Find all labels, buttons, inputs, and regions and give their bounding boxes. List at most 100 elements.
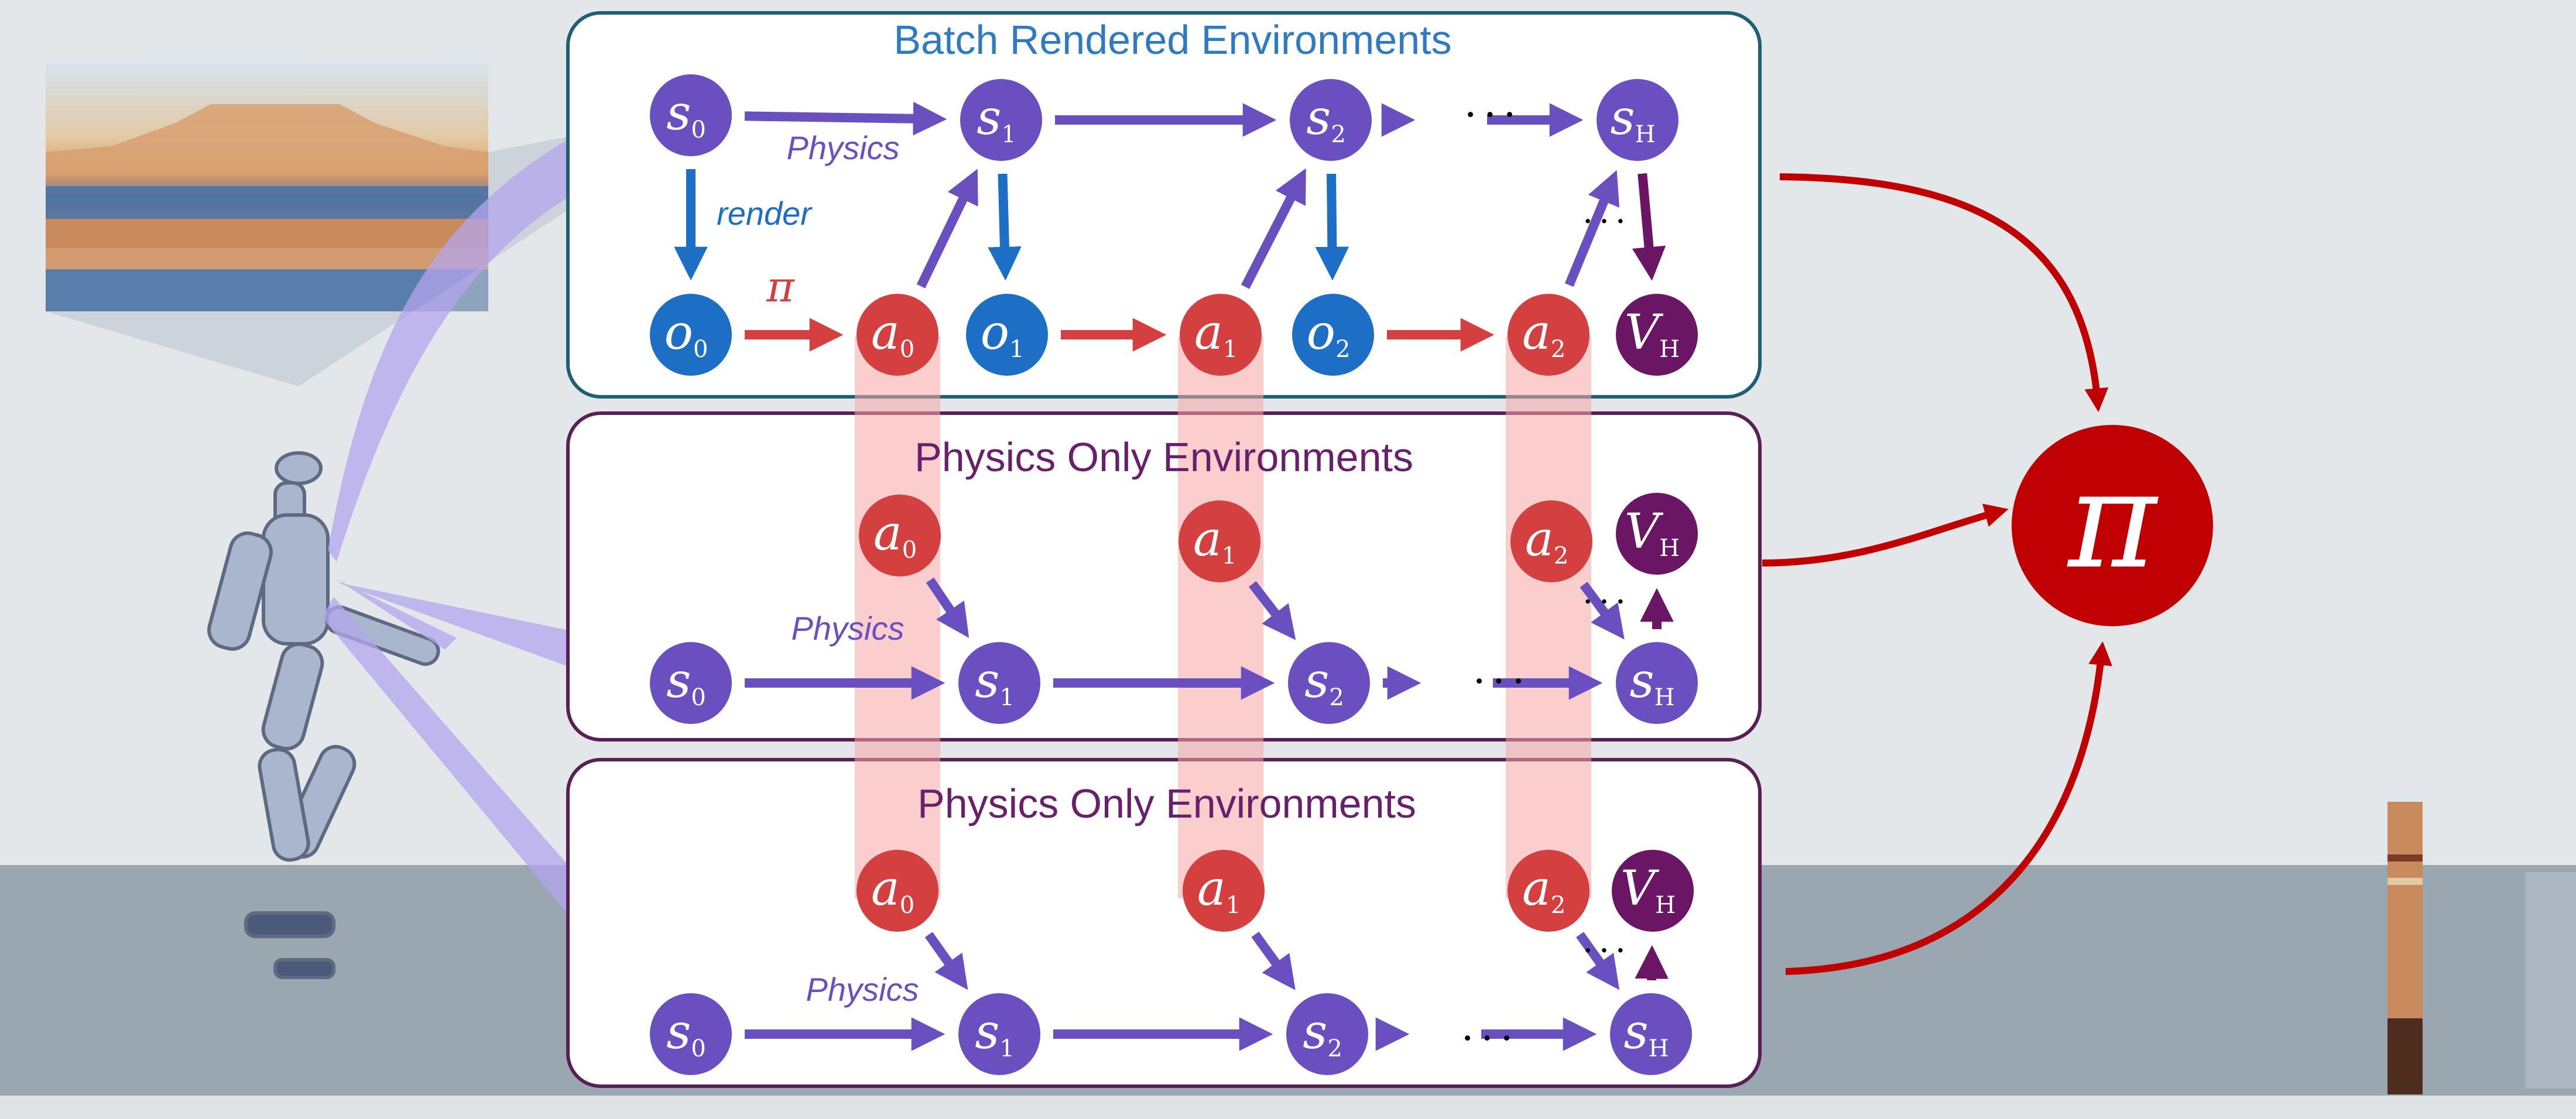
node-p1-sH: sH [1597, 79, 1678, 161]
node-p1-s0: s0 [650, 74, 732, 156]
node-label-p2-a0: a0 [873, 506, 917, 564]
node-label-p1-a1: a1 [1194, 305, 1238, 363]
camera-view-inset [46, 63, 488, 311]
panel-title-batch: Batch Rendered Environments [893, 17, 1451, 63]
node-circle-p1-o0 [650, 294, 732, 376]
action-column-1 [1178, 337, 1263, 898]
edge-label-render: render [717, 195, 813, 232]
node-label-p1-s0: s0 [666, 85, 706, 143]
node-label-p3-a1: a1 [1197, 861, 1241, 919]
node-circle-p2-s2 [1288, 642, 1370, 724]
edge-p1-a1-to-p1-s2 [1241, 168, 1306, 289]
edge-p3-a0-to-p3-s1 [924, 932, 968, 990]
node-label-p1-o0: o0 [664, 305, 708, 363]
node-circle-p1-a2 [1508, 294, 1590, 376]
node-circle-p1-o1 [966, 294, 1048, 376]
node-label-p2-VH: VH [1625, 504, 1680, 562]
node-label-p3-s2: s2 [1303, 1004, 1342, 1062]
node-circle-p1-o2 [1292, 294, 1374, 376]
policy-node [2012, 425, 2213, 626]
node-label-p1-VH: VH [1625, 305, 1680, 363]
node-p3-s2: s2 [1286, 993, 1368, 1075]
node-circle-p2-s0 [650, 642, 732, 724]
node-label-p1-a2: a2 [1522, 305, 1566, 363]
ellipsis-physics2-horizontal: · · · [1462, 1022, 1512, 1055]
node-label-p2-a2: a2 [1525, 512, 1568, 569]
edge-p1-a0-to-p1-s1 [916, 169, 978, 289]
node-p2-a0: a0 [859, 495, 941, 576]
action-column-0 [855, 337, 940, 898]
node-p1-o0: o0 [650, 294, 732, 376]
node-p3-a2: a2 [1508, 850, 1590, 932]
node-circle-p1-s1 [960, 79, 1042, 161]
node-p1-o2: o2 [1292, 294, 1374, 376]
node-circle-p2-s1 [958, 642, 1040, 724]
node-p2-s0: s0 [650, 642, 732, 724]
node-p1-VH: VH [1616, 294, 1698, 376]
policy-node-label: π [2066, 442, 2159, 599]
node-p2-sH: sH [1616, 642, 1698, 724]
node-p1-s1: s1 [960, 79, 1042, 161]
node-circle-p3-a1 [1183, 850, 1265, 932]
node-label-p2-s1: s1 [975, 653, 1015, 711]
node-label-p3-VH: VH [1621, 861, 1676, 919]
ellipsis-physics1-horizontal: · · · [1474, 665, 1523, 698]
panel-title-physics-1: Physics Only Environments [914, 434, 1413, 480]
node-circle-p1-VH [1616, 294, 1698, 376]
node-circle-p3-sH [1610, 993, 1692, 1075]
policy-curve-bottom [1785, 641, 2112, 975]
node-label-p2-s0: s0 [666, 653, 706, 711]
node-p3-sH: sH [1610, 993, 1692, 1075]
panel-batch-rendered [566, 11, 1762, 399]
node-p1-s2: s2 [1290, 79, 1372, 161]
node-circle-p1-s2 [1290, 79, 1372, 161]
edges [674, 101, 1674, 1051]
edge-p1-s2-to-p1-o2 [1315, 173, 1349, 281]
node-label-p3-s0: s0 [666, 1004, 706, 1062]
node-p2-s2: s2 [1288, 642, 1370, 724]
action-column-2 [1506, 337, 1591, 898]
node-circle-p3-s1 [958, 993, 1040, 1075]
node-label-p1-sH: sH [1611, 90, 1656, 148]
edge-label-physics-3: Physics [806, 971, 919, 1008]
node-p3-VH: VH [1612, 850, 1694, 932]
action-columns [855, 337, 1591, 898]
edge-p1-s0-to-p1-s1 [744, 101, 947, 136]
humanoid-robot [207, 451, 440, 979]
node-circle-p2-a0 [859, 495, 941, 576]
node-p3-a1: a1 [1183, 850, 1265, 932]
edge-label-physics-2: Physics [792, 610, 905, 647]
node-label-p1-s1: s1 [977, 90, 1016, 148]
node-circle-p3-a0 [857, 850, 938, 932]
node-circle-p3-a2 [1508, 850, 1590, 932]
node-label-p3-sH: sH [1624, 1004, 1669, 1062]
node-p1-a1: a1 [1180, 294, 1262, 376]
edge-p2-a0-to-p2-s1 [926, 577, 970, 639]
node-p3-s0: s0 [650, 993, 732, 1075]
edge-p1-sH-to-p1-VH [1632, 173, 1666, 281]
node-label-p1-s2: s2 [1306, 90, 1346, 148]
policy-curve-top [1779, 173, 2109, 413]
node-circle-p1-a0 [857, 294, 938, 376]
node-p3-a0: a0 [857, 850, 938, 932]
node-p3-s1: s1 [958, 993, 1040, 1075]
edge-p3-a2-to-p3-sH [1575, 932, 1620, 990]
node-p1-o1: o1 [966, 294, 1048, 376]
node-label-p1-o1: o1 [981, 305, 1025, 363]
node-circle-p2-sH [1616, 642, 1698, 724]
floor-edge [0, 1096, 2576, 1119]
edge-label-policy: π [766, 262, 795, 311]
node-circle-p2-VH [1616, 493, 1698, 575]
node-circle-p2-a1 [1179, 500, 1260, 582]
node-p2-a2: a2 [1510, 500, 1592, 582]
ellipsis-physics1-diagonal: · · · [1584, 588, 1625, 616]
edge-p3-a1-to-p3-s2 [1251, 931, 1296, 990]
edge-p2-a1-to-p2-s2 [1248, 581, 1296, 640]
node-label-p3-a0: a0 [871, 861, 914, 919]
ellipsis-batch-horizontal: · · · [1465, 98, 1515, 131]
edge-p1-a2-to-p1-sH [1564, 170, 1620, 287]
edge-label-physics-1: Physics [787, 129, 900, 166]
edge-p2-a2-to-p2-sH [1580, 582, 1625, 640]
